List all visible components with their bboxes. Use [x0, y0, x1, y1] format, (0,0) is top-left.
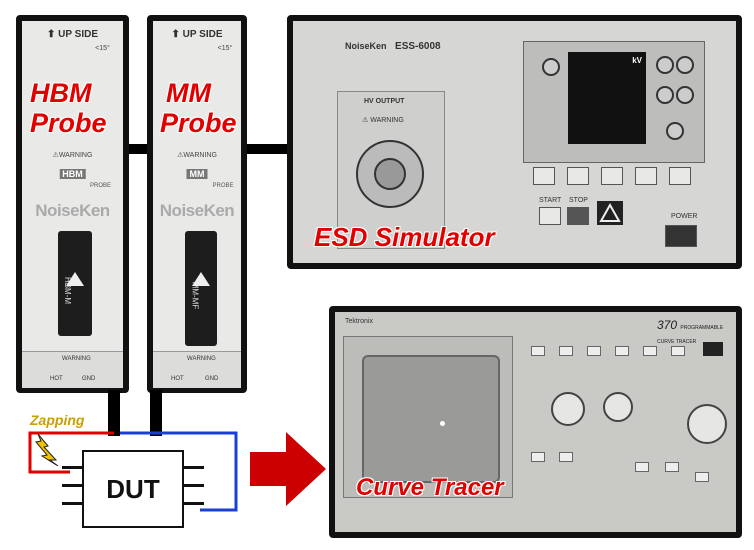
mm-probe-label-line2: Probe [160, 108, 237, 138]
hbm-tag-suffix: PROBE [89, 183, 111, 189]
ct-button-5[interactable] [643, 346, 657, 356]
esd-stop-label: STOP [569, 197, 588, 204]
esd-start-label: START [539, 197, 562, 204]
dut-pin-left-1 [62, 466, 82, 469]
probe-connector-bar [129, 144, 147, 154]
esd-stop-button[interactable] [567, 207, 589, 225]
esd-display: kV [568, 52, 646, 144]
hbm-bottom-band: WARNING HOT GND [22, 351, 123, 388]
esd-control-panel: kV [523, 41, 705, 163]
ct-button-4[interactable] [615, 346, 629, 356]
hbm-probe-panel: ⬆ UP SIDE <15° ⚠WARNING HBM PROBE NoiseK… [16, 15, 129, 393]
esd-button-3[interactable] [601, 167, 623, 185]
mm-hot-label: HOT [171, 376, 184, 382]
ct-readout [703, 342, 723, 356]
hv-output-warning: ⚠ WARNING [362, 117, 404, 124]
esd-simulator-label: ESD Simulator [314, 222, 495, 252]
hv-output-connector-inner [374, 158, 406, 190]
hbm-tag: HBM [59, 169, 86, 179]
hbm-probe-label: HBM Probe [30, 78, 107, 138]
dut-box: DUT [82, 450, 184, 528]
mm-warning-label: ⚠WARNING [177, 152, 217, 159]
esd-left-knob[interactable] [542, 58, 560, 76]
mm-tag: MM [186, 169, 208, 179]
esd-right-knob-3[interactable] [656, 86, 674, 104]
esd-right-knob-5[interactable] [666, 122, 684, 140]
ct-button-2[interactable] [559, 346, 573, 356]
esd-button-1[interactable] [533, 167, 555, 185]
esd-right-knob-2[interactable] [676, 56, 694, 74]
ct-crt-dot [440, 421, 445, 426]
curve-tracer-label: Curve Tracer [356, 474, 504, 501]
dut-label: DUT [106, 474, 160, 504]
mm-gnd-label: GND [205, 376, 219, 382]
hbm-probe-label-line2: Probe [30, 108, 107, 138]
hv-output-connector[interactable] [356, 140, 424, 208]
hbm-module: HBM-M [58, 231, 92, 336]
esd-button-4[interactable] [635, 167, 657, 185]
esd-start-button[interactable] [539, 207, 561, 225]
mm-bottom-warning: WARNING [187, 356, 216, 362]
hbm-module-warning-icon [66, 272, 84, 286]
ct-button-3[interactable] [587, 346, 601, 356]
zapping-label: Zapping [30, 412, 85, 428]
ct-knob-middle[interactable] [603, 392, 633, 422]
ct-crt-bezel [343, 336, 513, 498]
hbm-hot-label: HOT [50, 376, 63, 382]
ct-button-8[interactable] [559, 452, 573, 462]
ct-subtitle: PROGRAMMABLE CURVE TRACER [657, 325, 724, 345]
ct-button-10[interactable] [665, 462, 679, 472]
esd-model: ESS-6008 [395, 41, 441, 52]
mm-logo: NoiseKen [159, 201, 235, 220]
esd-right-knob-4[interactable] [676, 86, 694, 104]
mm-probe-panel: ⬆ UP SIDE <15° ⚠WARNING MM PROBE NoiseKe… [147, 15, 247, 393]
hbm-probe-label-line1: HBM [30, 78, 92, 108]
dut-pin-left-2 [62, 484, 82, 487]
ct-knob-left[interactable] [551, 392, 585, 426]
hbm-logo: NoiseKen [35, 201, 110, 220]
ct-brand: Tektronix [345, 318, 374, 325]
ct-button-6[interactable] [671, 346, 685, 356]
mm-probe-label: MM Probe [160, 78, 237, 138]
ct-button-7[interactable] [531, 452, 545, 462]
mm-bottom-band: WARNING HOT GND [153, 351, 241, 388]
esd-simulator-panel: NoiseKen ESS-6008 HV OUTPUT ⚠ WARNING kV… [287, 15, 742, 269]
dut-pin-left-3 [62, 502, 82, 505]
hbm-up-side-label: ⬆ UP SIDE [47, 29, 98, 40]
ct-button-11[interactable] [695, 472, 709, 482]
hbm-warning-label: ⚠WARNING [52, 152, 93, 159]
mm-angle-label: <15° [217, 45, 233, 52]
ct-crt-screen [362, 355, 500, 483]
dut-pin-right-2 [184, 484, 204, 487]
hbm-angle-label: <15° [95, 45, 110, 52]
mm-probe-label-line1: MM [166, 78, 211, 108]
esd-power-label: POWER [671, 213, 698, 220]
dut-pin-right-3 [184, 502, 204, 505]
mm-module-warning-icon [192, 272, 210, 286]
hv-output-block: HV OUTPUT ⚠ WARNING [337, 91, 445, 249]
ct-model: 370 PROGRAMMABLE CURVE TRACER [657, 318, 724, 345]
esd-connector-bar [247, 144, 289, 154]
ct-knob-right[interactable] [687, 404, 727, 444]
mm-up-side-label: ⬆ UP SIDE [171, 29, 223, 40]
hv-output-label: HV OUTPUT [364, 98, 405, 105]
esd-button-2[interactable] [567, 167, 589, 185]
esd-warning-icon [597, 201, 623, 225]
dut-wiring [28, 390, 238, 512]
esd-button-5[interactable] [669, 167, 691, 185]
esd-kv-label: kV [632, 56, 642, 65]
esd-right-knob-1[interactable] [656, 56, 674, 74]
lightning-icon [35, 434, 59, 466]
hbm-bottom-warning: WARNING [62, 356, 91, 362]
dut-pin-right-1 [184, 466, 204, 469]
mm-module: MM-MF [185, 231, 217, 346]
esd-brand: NoiseKen ESS-6008 [345, 41, 441, 52]
ct-button-1[interactable] [531, 346, 545, 356]
ct-button-9[interactable] [635, 462, 649, 472]
hbm-gnd-label: GND [82, 376, 96, 382]
curve-tracer-panel: Tektronix 370 PROGRAMMABLE CURVE TRACER [329, 306, 742, 538]
flow-arrow-icon [250, 432, 326, 506]
mm-tag-suffix: PROBE [212, 183, 234, 189]
esd-power-switch[interactable] [665, 225, 697, 247]
